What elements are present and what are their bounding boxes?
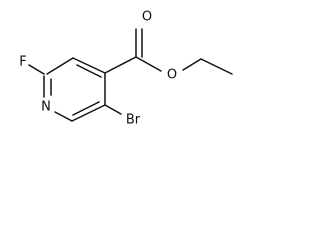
atom-label-ester-oxygen: O bbox=[167, 68, 177, 83]
atom-label-bromine: Br bbox=[126, 113, 141, 128]
atom-label-carbonyl-oxygen: O bbox=[142, 10, 152, 25]
bond-c2-f bbox=[28, 64, 45, 75]
bond-c3-c4 bbox=[72, 57, 106, 74]
bond-c3-c4-inner bbox=[76, 64, 102, 78]
molecule-structure: F N Br O O bbox=[19, 10, 233, 128]
bond-c6-n1 bbox=[54, 111, 73, 122]
bond-ch2-ch3 bbox=[200, 58, 233, 75]
bond-c-o-single bbox=[135, 56, 162, 72]
bond-c5-c6 bbox=[71, 104, 106, 122]
bond-c2-c3 bbox=[46, 57, 74, 75]
bond-c4-carbonyl-c bbox=[104, 56, 137, 74]
atom-label-nitrogen: N bbox=[41, 100, 51, 115]
bond-c5-br bbox=[104, 104, 122, 115]
bond-o-ch2 bbox=[182, 58, 202, 71]
bond-c5-c6-inner bbox=[72, 101, 100, 116]
ethyl-ester-group bbox=[135, 28, 233, 75]
pyridine-ring bbox=[43, 57, 106, 122]
atom-label-fluorine: F bbox=[19, 55, 26, 70]
